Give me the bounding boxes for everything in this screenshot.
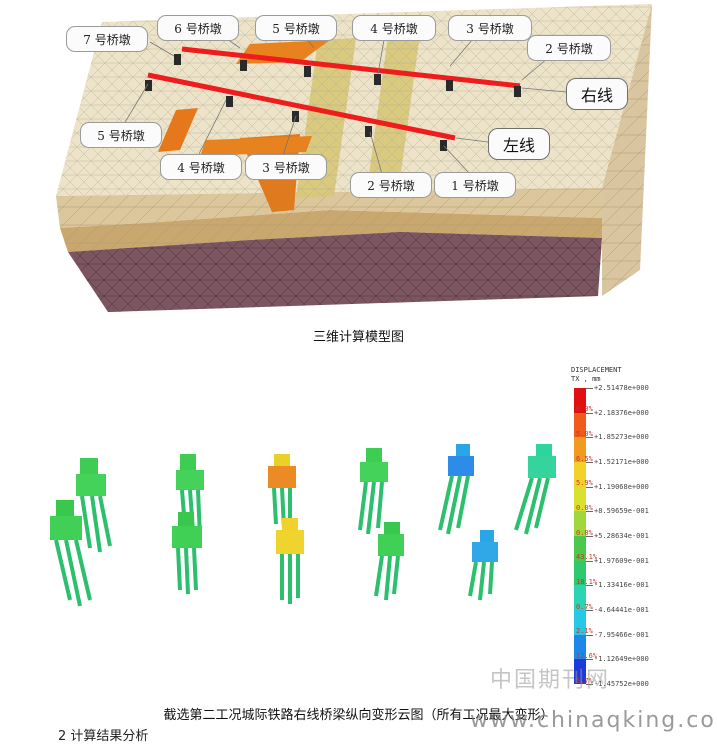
callout-right-line: 右线 [566,78,628,110]
legend-tick [586,610,593,611]
legend-segment [574,486,586,512]
legend-percent: 5.0% [576,430,593,438]
legend-tick [586,412,593,414]
legend-value: +1.97609e-001 [594,556,649,565]
legend-tick [586,634,593,636]
callout-right-pier-6: 6 号桥墩 [157,15,239,41]
pier-group-11 [514,444,556,535]
legend-tick [586,437,593,439]
callout-left-pier-3: 3 号桥墩 [245,154,327,180]
legend-segment [574,437,586,463]
pier-group-1 [76,458,112,553]
callout-right-pier-3: 3 号桥墩 [448,15,532,41]
legend-tick [586,560,593,562]
legend-title-line-2: TX , mm [571,375,601,383]
legend-segment [574,412,586,438]
legend-value: -7.95466e-001 [594,630,649,639]
legend-segment [574,610,586,635]
pier-group-10 [468,530,498,601]
legend-value: -1.12649e+000 [594,655,649,664]
legend-title-line-1: DISPLACEMENT [571,366,622,374]
callout-left-pier-5: 5 号桥墩 [80,122,162,148]
callout-right-pier-5: 5 号桥墩 [255,15,337,41]
right-line [181,46,521,89]
legend-percent: 12.6% [576,652,598,660]
legend-value: +1.85273e+000 [594,433,649,442]
callout-left-pier-4: 4 号桥墩 [160,154,242,180]
legend-value: -4.64441e-001 [594,606,649,614]
legend-value: -1.45752e+000 [594,680,649,688]
watermark-url: www.chinaqking.com [470,708,717,733]
legend-segment [574,634,586,660]
legend-percent: 18.1% [576,578,598,586]
callout-left-pier-2: 2 号桥墩 [350,172,432,198]
legend-tick [586,585,593,587]
legend-value: +1.19068e+000 [594,482,649,491]
model-caption: 三维计算模型图 [312,330,404,345]
contour-caption: 截选第二工况城际铁路右线桥梁纵向变形云图（所有工况最大变形） [163,708,554,723]
legend-percent: 0.7% [576,602,593,611]
callout-right-pier-2: 2 号桥墩 [527,35,611,61]
legend-percent: 5.9% [576,479,593,488]
pier-group-9 [438,444,474,535]
callout-right-pier-7: 7 号桥墩 [66,26,148,52]
legend-percent: 5.7% [576,676,593,685]
legend-tick [586,536,593,537]
callout-right-pier-4: 4 号桥墩 [352,15,436,41]
legend-segment [574,585,586,611]
orange-structure-left [158,108,198,152]
legend-percent: 0.0% [576,504,593,512]
legend-tick [586,511,593,513]
legend-percent: 6.5% [576,454,593,463]
legend-colorbar [574,388,586,685]
legend-segment [574,511,586,537]
left-line [147,72,456,141]
partial-section-heading: 2 计算结果分析 [58,729,149,744]
legend-tick [586,462,593,463]
pier-group-8 [374,522,404,601]
pier-group-2 [50,500,92,607]
legend-percent: 0.0% [576,528,593,537]
legend-tick [586,684,593,685]
callout-connectors [123,29,567,175]
model-3d [56,4,652,312]
legend-value: +2.51478e+000 [594,384,649,392]
legend-value: +8.59659e-001 [594,507,649,516]
pier-group-5 [268,454,296,529]
contour-pier-models [50,444,556,607]
legend-value: +5.28634e-001 [594,532,649,540]
legend-segment [574,388,586,413]
pier-group-4 [172,512,202,595]
legend-value: -1.33416e-001 [594,581,649,590]
legend-percent: 2.1% [576,627,593,636]
legend-tick [586,388,593,389]
legend-tick [586,486,593,488]
legend-percent: 43.1% [576,553,598,562]
pier-group-6 [276,518,304,604]
legend-value: +2.18376e+000 [594,408,649,417]
legend-segment [574,462,586,487]
callout-left-pier-1: 1 号桥墩 [434,172,516,198]
pier-group-7 [358,448,388,535]
watermark-cn: 中国期刊网 [490,668,611,693]
legend-percent: 0.0% [576,405,593,414]
callout-left-line: 左线 [488,128,550,160]
legend-segment [574,536,586,561]
legend-segment [574,659,586,685]
legend-segment [574,560,586,586]
legend-value: +1.52171e+000 [594,458,649,466]
legend-tick [586,659,593,661]
